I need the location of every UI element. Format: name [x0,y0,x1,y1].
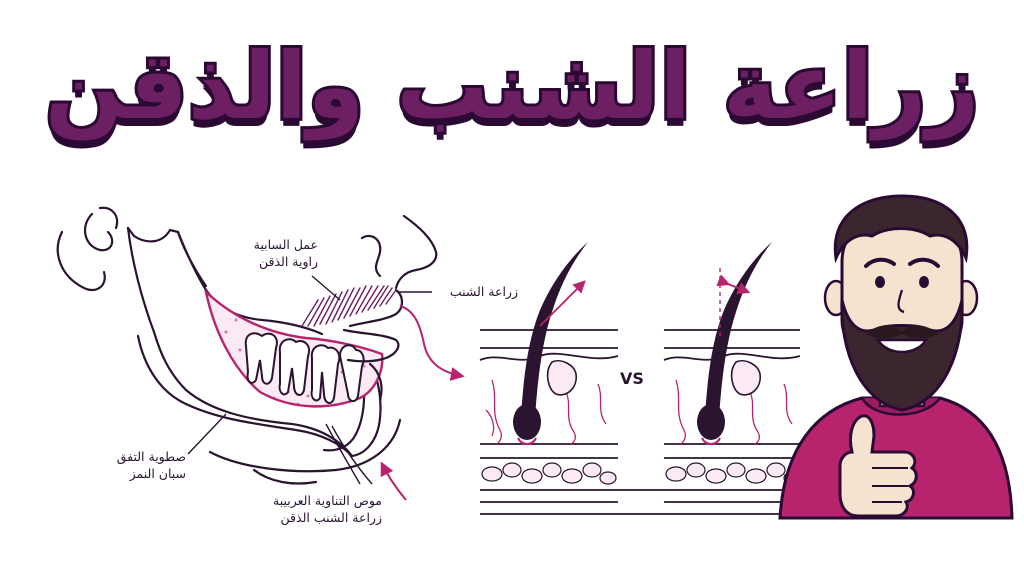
panel-connector [618,489,664,515]
pointer-arrows [380,305,465,501]
face-profile [342,214,438,402]
smile [875,338,929,354]
hair-shaft [520,242,588,436]
label-beard-angle-line1: عمل السابية [253,237,318,252]
lips-outline [342,328,400,363]
angle-arrow [716,274,751,295]
bearded-man-illustration [778,194,1014,520]
skin-panel-after [663,242,801,515]
label-area-line2: زراعة الشنب الذقن [280,510,382,525]
hair-bulb [513,404,541,440]
label-mustache: زراعة الشنب [436,283,518,300]
label-jaw-line2: سبان النمز [129,466,186,481]
hair [833,194,969,264]
mandible-outline [126,226,354,458]
hair-bulb [697,404,725,440]
arrow-to-chin [380,461,407,501]
thumbs-up-hand [838,414,918,518]
right-eye [919,276,929,288]
label-jaw-line1: صطوية التفق [116,449,186,464]
ear-curve [56,230,106,292]
label-mustache-text: زراعة الشنب [449,284,518,299]
mustache [866,325,938,339]
arrow-to-skin-panel [399,305,465,381]
hair-shaft [704,242,772,436]
mustache-hatching [301,285,397,327]
label-beard-angle-line2: راوية الذقن [258,254,318,269]
vs-label: VS [620,369,644,388]
label-beard-angle: عمل السابية راوية الذقن [232,236,318,270]
label-area: موص التناوية العربيبة زراعة الشنب الذقن [226,492,382,526]
leader-jaw [187,413,227,455]
skin-panel-before [479,242,619,515]
left-eye [875,276,885,288]
leader-area [325,423,361,485]
nose-outline [394,214,438,290]
teeth [244,332,365,404]
leader-lines [187,275,432,485]
leader-beard-angle [311,275,341,301]
growth-arrow [539,280,586,327]
page-title: زراعة الشنب والذقن [42,30,982,143]
label-area-line1: موص التناوية العربيبة [273,493,382,508]
label-jaw: صطوية التفق سبان النمز [96,448,186,482]
